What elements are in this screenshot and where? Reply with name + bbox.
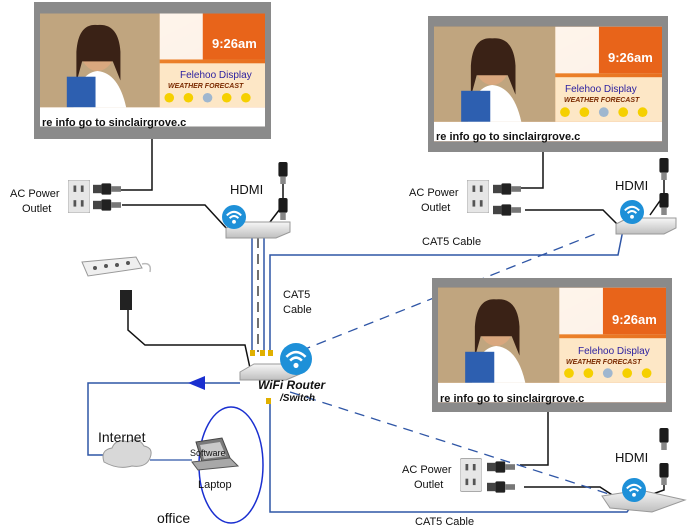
hdmi-plug-icon — [659, 463, 669, 485]
laptop-icon — [191, 437, 240, 471]
hdmi-plug-icon — [659, 193, 669, 215]
display-forecast-title: WEATHER FORECAST — [566, 359, 642, 366]
display-time: 9:26am — [608, 50, 653, 65]
power-plug-icon — [493, 204, 521, 216]
hdmi-label-top-left: HDMI — [230, 182, 263, 197]
hdmi-label-top-right: HDMI — [615, 178, 648, 193]
wifi-icon — [620, 200, 644, 224]
display-forecast-title: WEATHER FORECAST — [168, 83, 244, 90]
display-brand-label: Felehoo Display — [180, 70, 252, 81]
router-label-line1: WiFi Router — [258, 378, 327, 392]
wifi-icon — [622, 478, 646, 502]
hdmi-plug-icon — [278, 198, 288, 220]
display-brand-label: Felehoo Display — [565, 84, 637, 95]
ac-power-label-left: AC Power — [10, 188, 60, 200]
power-plug-icon — [487, 461, 515, 473]
media-player-bottom-right — [601, 478, 687, 513]
office-label: office — [157, 510, 190, 526]
display-top-right: Felehoo Display 9:26am WEATHER FORECAST … — [428, 16, 668, 152]
wifi-icon — [222, 205, 246, 229]
hdmi-label-bottom-right: HDMI — [615, 450, 648, 465]
power-plug-icon — [93, 199, 121, 211]
power-outlet-icon — [68, 180, 90, 213]
media-player-top-left — [222, 205, 291, 239]
display-bottom-right: Felehoo Display 9:26am WEATHER FORECAST … — [432, 278, 672, 412]
ac-power-label-right: AC Power — [409, 187, 459, 199]
display-top-left: Felehoo Display 9:26am WEATHER FORECAST … — [34, 2, 271, 139]
software-label: Software — [190, 448, 226, 458]
cat5-cable-label-top: CAT5 Cable — [422, 236, 481, 248]
power-strip-icon — [81, 256, 152, 310]
ac-outlet-label-bottom: Outlet — [414, 479, 443, 491]
power-plug-icon — [493, 183, 521, 195]
display-ticker: re info go to sinclairgrove.c — [440, 393, 584, 405]
cat5-label-vertical-line2: Cable — [283, 304, 312, 316]
display-ticker: re info go to sinclairgrove.c — [436, 131, 580, 143]
hdmi-plug-icon — [278, 162, 288, 184]
cables — [87, 138, 665, 513]
display-ticker: re info go to sinclairgrove.c — [42, 117, 186, 129]
power-outlet-icon — [467, 180, 489, 213]
hdmi-plug-icon — [659, 428, 669, 450]
router-label-line2: /Switch — [279, 393, 315, 404]
ac-power-label-bottom: AC Power — [402, 464, 452, 476]
power-plug-icon — [487, 481, 515, 493]
internet-label: Internet — [98, 429, 146, 445]
cat5-label-vertical-line1: CAT5 — [283, 289, 310, 301]
laptop-label: Laptop — [198, 479, 232, 491]
display-brand-label: Felehoo Display — [578, 346, 650, 357]
wifi-icon — [280, 343, 312, 375]
display-forecast-title: WEATHER FORECAST — [564, 97, 640, 104]
internet-cloud-icon — [102, 439, 152, 468]
power-outlet-icon — [460, 458, 482, 492]
cat5-cable-label-bottom: CAT5 Cable — [415, 516, 474, 528]
display-time: 9:26am — [612, 312, 657, 327]
wifi-router — [239, 343, 312, 404]
hdmi-plug-icon — [659, 158, 669, 180]
ac-outlet-label-left: Outlet — [22, 203, 51, 215]
ac-outlet-label-right: Outlet — [421, 202, 450, 214]
display-time: 9:26am — [212, 36, 257, 51]
power-plug-icon — [93, 183, 121, 195]
media-player-top-right — [615, 200, 677, 235]
